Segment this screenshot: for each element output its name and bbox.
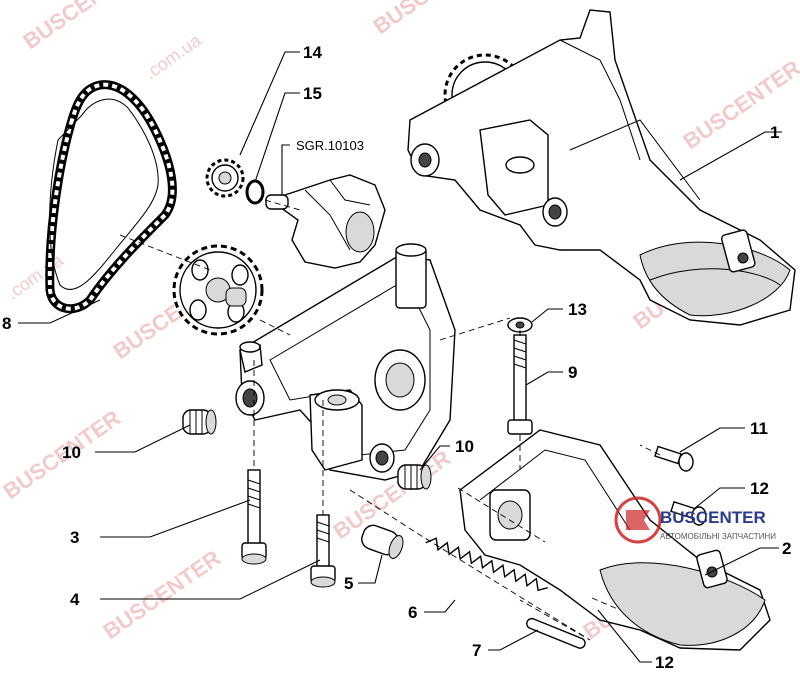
alignment-lines <box>119 199 661 641</box>
washer <box>507 317 533 333</box>
plug-left <box>182 409 217 435</box>
callout-10-right: 10 <box>455 437 474 456</box>
callout-6: 6 <box>408 603 417 622</box>
callout-10-left: 10 <box>62 443 81 462</box>
callout-2: 2 <box>782 539 791 558</box>
cover-bolt-11 <box>654 445 694 472</box>
relief-valve-spring <box>425 537 548 592</box>
logo-tagline: АВТОМОБІЛЬНІ ЗАПЧАСТИНИ <box>660 532 776 541</box>
crank-sprocket <box>205 158 245 198</box>
watermark-brand: BUSCENTER <box>369 0 496 39</box>
callout-5: 5 <box>344 574 353 593</box>
callout-14: 14 <box>303 43 322 62</box>
oil-pump-assembly <box>407 9 796 326</box>
callout-13: 13 <box>568 300 587 319</box>
crankshaft <box>265 174 386 269</box>
pump-bolt <box>507 334 533 435</box>
plug-right <box>397 464 432 490</box>
cover-bolt-12-upper <box>670 500 707 526</box>
callout-12-lower: 12 <box>655 653 674 672</box>
callout-15: 15 <box>303 84 322 103</box>
relief-valve-piston <box>361 524 404 559</box>
oil-pump-sprocket <box>172 244 264 336</box>
bolt-long <box>241 469 267 565</box>
callout-3: 3 <box>70 528 79 547</box>
callout-12-upper: 12 <box>750 479 769 498</box>
callout-labels: 1 2 4 3 5 6 7 8 9 10 10 11 12 12 13 14 1… <box>2 43 791 672</box>
watermark-brand: BUSCENTER <box>99 545 226 644</box>
callout-1: 1 <box>770 123 779 142</box>
timing-chain <box>45 80 177 314</box>
oil-pump-cover <box>459 429 771 651</box>
callout-11: 11 <box>750 419 768 438</box>
watermark-brand: BUSCENTER <box>679 55 800 154</box>
oil-pump-body <box>235 243 456 481</box>
o-ring <box>245 179 265 205</box>
reference-label: SGR.10103 <box>296 138 364 153</box>
callout-8: 8 <box>2 314 11 333</box>
relief-valve-pin <box>526 617 586 649</box>
watermark-domain: .com.ua <box>3 250 68 304</box>
callout-4: 4 <box>70 590 80 609</box>
callout-7: 7 <box>472 641 481 660</box>
leader-lines <box>18 51 782 663</box>
watermark-domain: .com.ua <box>141 30 206 84</box>
bolt-short <box>310 514 336 588</box>
callout-9: 9 <box>568 363 577 382</box>
logo-name: BUSCENTER <box>660 508 766 527</box>
watermark-brand: BUSCENTER <box>19 0 146 54</box>
brand-logo: BUSCENTER АВТОМОБІЛЬНІ ЗАПЧАСТИНИ <box>614 496 776 544</box>
